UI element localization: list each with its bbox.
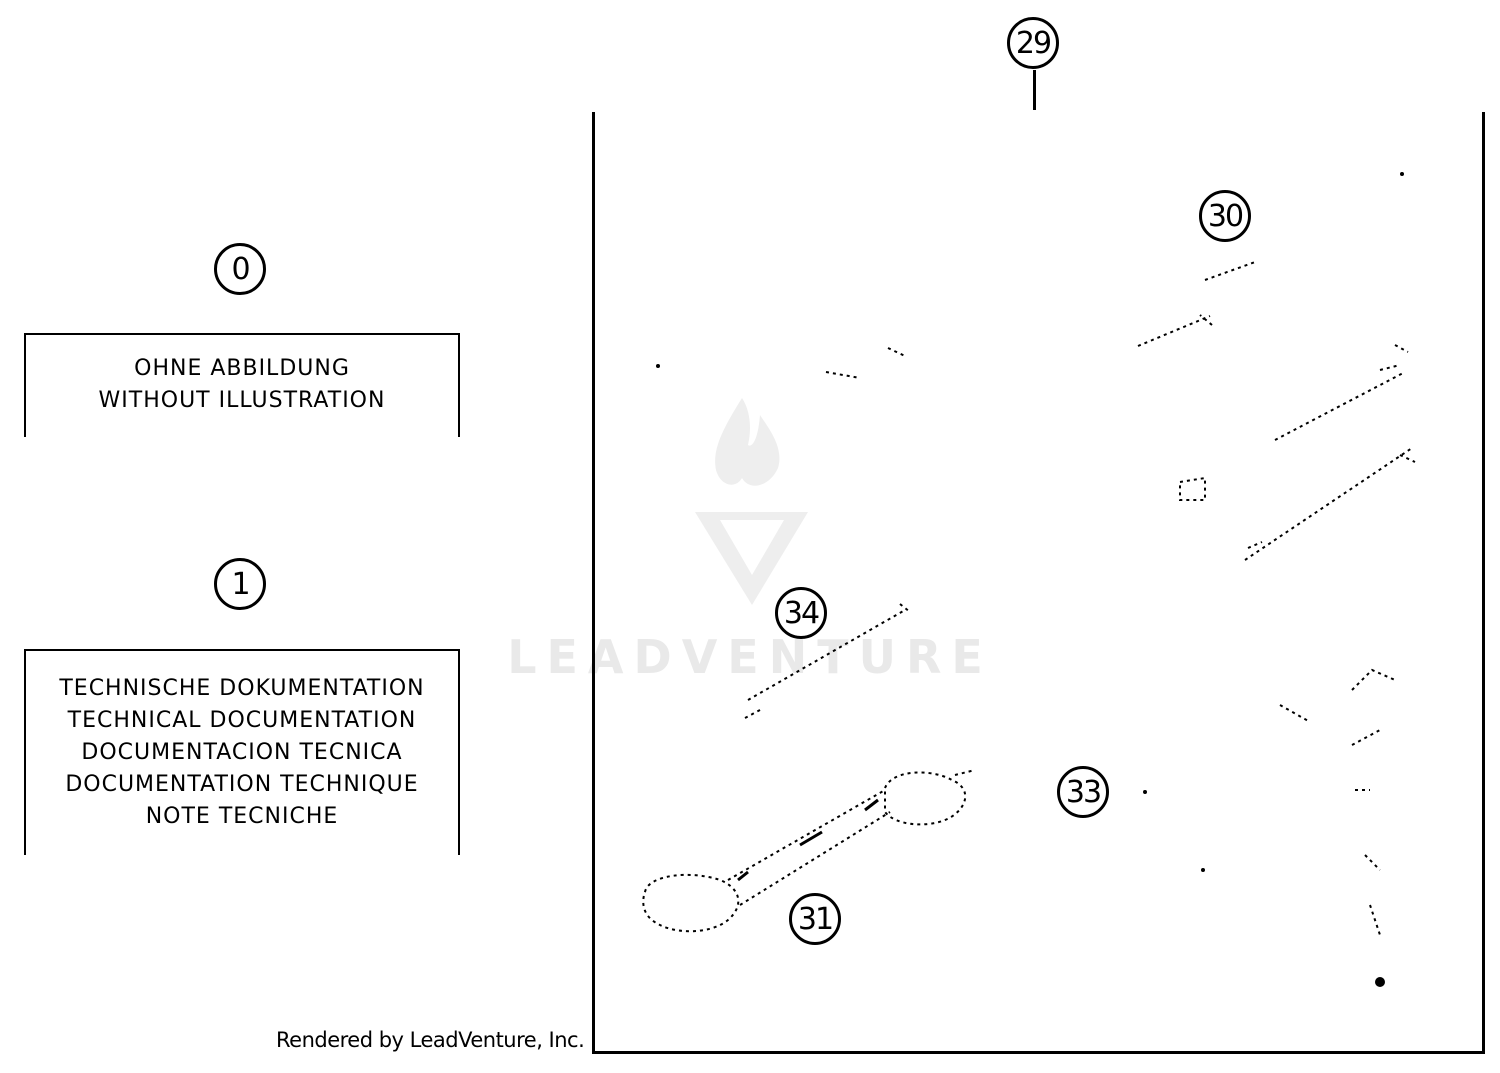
without-illustration-box: OHNE ABBILDUNG WITHOUT ILLUSTRATION xyxy=(24,333,460,437)
box1-line-5: NOTE TECNICHE xyxy=(145,804,339,829)
misc-parts-icon xyxy=(825,347,906,379)
box1-line-2: TECHNICAL DOCUMENTATION xyxy=(67,708,417,733)
tool-kit-frame xyxy=(592,112,1485,1054)
combination-wrench-icon xyxy=(642,769,976,933)
watermark-text: LEADVENTURE xyxy=(507,630,993,684)
hex-key-icon xyxy=(1279,668,1396,936)
box0-line-2: WITHOUT ILLUSTRATION xyxy=(98,388,386,413)
box1-line-4: DOCUMENTATION TECHNIQUE xyxy=(65,772,419,797)
render-credit: Rendered by LeadVenture, Inc. xyxy=(276,1028,585,1052)
callout-0[interactable]: 0 xyxy=(214,243,266,295)
callout-34[interactable]: 34 xyxy=(775,587,827,639)
technical-documentation-box: TECHNISCHE DOKUMENTATION TECHNICAL DOCUM… xyxy=(24,649,460,855)
box0-line-1: OHNE ABBILDUNG xyxy=(134,356,350,381)
wrench-long-2-icon xyxy=(1244,447,1416,561)
kit-leader-line xyxy=(1033,70,1036,110)
callout-29[interactable]: 29 xyxy=(1007,17,1059,69)
callout-33[interactable]: 33 xyxy=(1057,766,1109,818)
wrench-long-1-icon xyxy=(1274,344,1409,441)
callout-31[interactable]: 31 xyxy=(789,893,841,945)
tyre-lever-icon xyxy=(744,603,911,719)
wrench-small-1-icon xyxy=(1137,261,1256,347)
spark-plug-icon xyxy=(1179,476,1206,501)
box1-line-3: DOCUMENTACION TECNICA xyxy=(81,740,403,765)
callout-1[interactable]: 1 xyxy=(214,558,266,610)
box1-line-1: TECHNISCHE DOKUMENTATION xyxy=(59,676,425,701)
callout-30[interactable]: 30 xyxy=(1199,190,1251,242)
